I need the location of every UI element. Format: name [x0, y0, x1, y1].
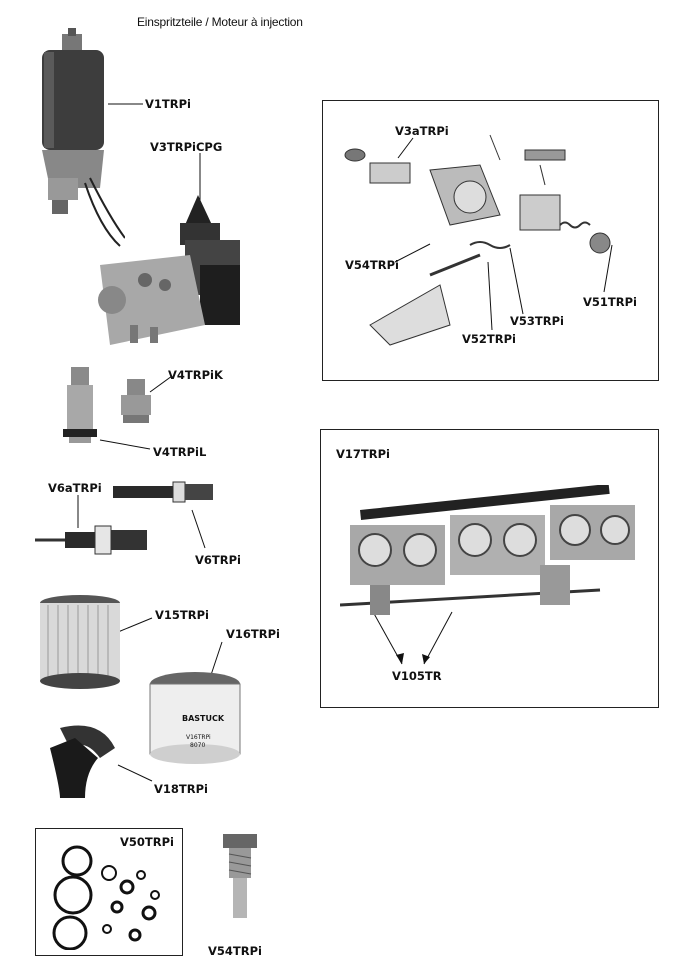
label-v6atrpi: V6aTRPi [48, 481, 102, 495]
label-v4trpik: V4TRPiK [168, 368, 223, 382]
label-v15trpi: V15TRPi [155, 608, 209, 622]
label-v6trpi: V6TRPi [195, 553, 241, 567]
fuel-pump-illustration [42, 28, 125, 247]
label-v3trpicpg: V3TRPiCPG [150, 140, 223, 154]
fittings-illustration [63, 367, 151, 443]
rubber-elbow-illustration [50, 725, 115, 798]
label-v17trpi: V17TRPi [336, 447, 390, 461]
air-filter-illustration [40, 595, 120, 689]
o-rings-illustration [52, 845, 160, 950]
label-v54trpi: V54TRPi [345, 258, 399, 272]
throttle-body-illustration [340, 485, 635, 615]
throttle-body-box [320, 429, 659, 708]
label-v52trpi: V52TRPi [462, 332, 516, 346]
page-header: Einspritzteile / Moteur à injection [137, 15, 303, 29]
injectors-illustration [35, 481, 213, 555]
label-v54trpi-bottom: V54TRPi [208, 944, 262, 958]
label-v16trpi: V16TRPi [226, 627, 280, 641]
exploded-view-box [322, 100, 659, 381]
filter-code-text: V16TRPi [186, 734, 211, 741]
filter-number-text: 8070 [190, 742, 206, 749]
fuel-filter-illustration [149, 672, 241, 764]
fuel-distributor-illustration [98, 195, 240, 345]
label-v3atrpi: V3aTRPi [395, 124, 449, 138]
label-v50trpi: V50TRPi [120, 835, 174, 849]
label-v1trpi: V1TRPi [145, 97, 191, 111]
label-v105tr: V105TR [392, 669, 442, 683]
banjo-bolt-illustration [223, 834, 257, 918]
filter-brand-text: BASTUCK [182, 714, 225, 723]
exploded-view-illustration [344, 134, 611, 346]
label-v18trpi: V18TRPi [154, 782, 208, 796]
label-v4trpil: V4TRPiL [153, 445, 207, 459]
label-v51trpi: V51TRPi [583, 295, 637, 309]
seal-kit-box [35, 828, 183, 956]
label-v53trpi: V53TRPi [510, 314, 564, 328]
